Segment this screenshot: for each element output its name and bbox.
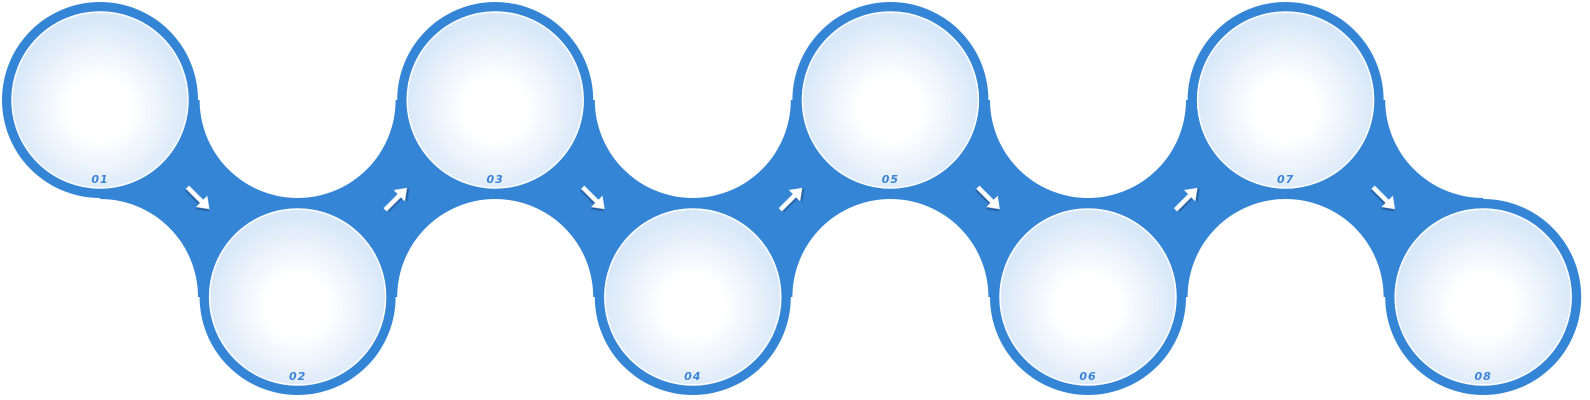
arrow-down-right-icon xyxy=(1371,185,1396,210)
step-label: 02 xyxy=(289,370,306,383)
step-circle xyxy=(801,11,980,189)
step-label: 03 xyxy=(487,173,504,186)
step-node-02[interactable]: 02 xyxy=(199,199,396,395)
step-node-04[interactable]: 04 xyxy=(594,199,791,395)
band-cutout xyxy=(1187,199,1384,395)
step-label: 07 xyxy=(1277,173,1294,186)
arrow-up-right-icon xyxy=(1173,187,1198,212)
arrow-down-right-icon xyxy=(976,185,1000,210)
step-node-07[interactable]: 07 xyxy=(1187,2,1384,198)
step-node-01[interactable]: 01 xyxy=(2,2,198,198)
arrow-up-right-icon xyxy=(778,187,803,212)
step-label: 04 xyxy=(684,370,701,383)
step-circle xyxy=(604,208,782,386)
step-label: 01 xyxy=(91,173,108,186)
step-circle xyxy=(208,208,387,386)
step-circle xyxy=(406,11,584,189)
band-cutout xyxy=(1385,2,1582,198)
step-circle xyxy=(1394,208,1572,386)
step-label: 05 xyxy=(882,173,899,186)
step-label: 08 xyxy=(1475,370,1492,383)
step-node-03[interactable]: 03 xyxy=(397,2,594,198)
band-cutout xyxy=(2,199,198,395)
band-cutout xyxy=(792,199,989,395)
band-cutout xyxy=(594,2,791,198)
arrow-up-right-icon xyxy=(383,187,408,212)
step-node-05[interactable]: 05 xyxy=(792,2,989,198)
step-node-08[interactable]: 08 xyxy=(1385,199,1582,395)
step-node-06[interactable]: 06 xyxy=(990,199,1186,395)
band-cutout xyxy=(990,2,1186,198)
step-circle xyxy=(999,208,1177,386)
arrow-down-right-icon xyxy=(581,185,605,210)
band-cutout xyxy=(397,199,594,395)
arrow-down-right-icon xyxy=(185,185,210,210)
step-circle xyxy=(1196,11,1375,189)
step-circle xyxy=(11,11,189,189)
step-label: 06 xyxy=(1079,370,1096,383)
band-cutout xyxy=(199,2,396,198)
